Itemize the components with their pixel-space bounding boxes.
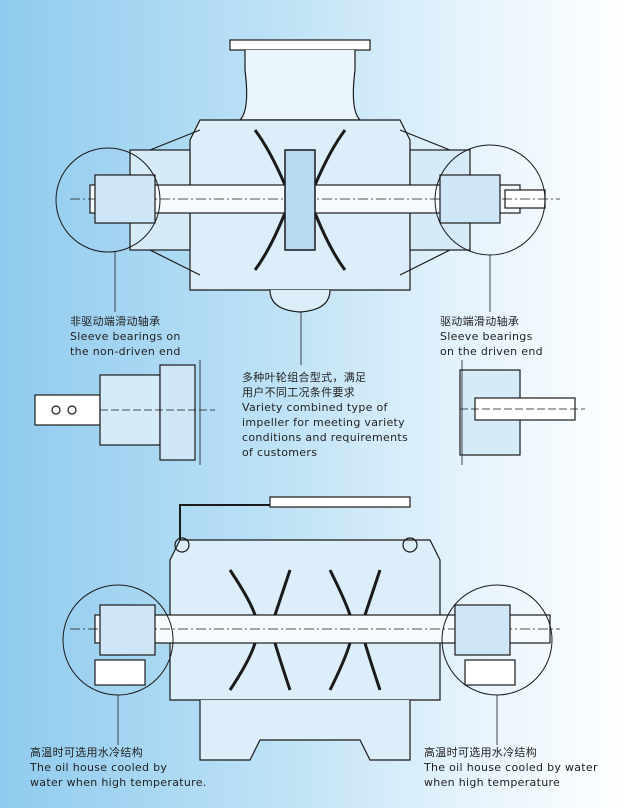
- caption-en: water when high temperature.: [30, 776, 207, 789]
- caption-zh: 高温时可选用水冷结构: [30, 746, 143, 759]
- caption-en: impeller for meeting variety: [242, 416, 405, 429]
- caption-zh: 驱动端滑动轴承: [440, 315, 520, 328]
- caption-en: conditions and requirements: [242, 431, 408, 444]
- caption-driven-bearing: 驱动端滑动轴承 Sleeve bearings on the driven en…: [440, 314, 543, 359]
- caption-en: on the driven end: [440, 345, 543, 358]
- caption-zh: 高温时可选用水冷结构: [424, 746, 537, 759]
- caption-en: Sleeve bearings on: [70, 330, 181, 343]
- caption-water-cooled-right: 高温时可选用水冷结构 The oil house cooled by water…: [424, 745, 598, 790]
- caption-zh: 非驱动端滑动轴承: [70, 315, 161, 328]
- caption-zh: 多种叶轮组合型式，满足: [242, 371, 367, 384]
- caption-en: Variety combined type of: [242, 401, 388, 414]
- caption-water-cooled-left: 高温时可选用水冷结构 The oil house cooled by water…: [30, 745, 207, 790]
- caption-en: The oil house cooled by water: [424, 761, 598, 774]
- caption-zh: 用户不同工况条件要求: [242, 386, 355, 399]
- driven-bearing-detail: [459, 360, 585, 465]
- top-pump-drawing: [55, 39, 560, 365]
- bottom-pump-drawing: [62, 496, 560, 761]
- caption-en: Sleeve bearings: [440, 330, 533, 343]
- caption-impeller: 多种叶轮组合型式，满足 用户不同工况条件要求 Variety combined …: [242, 370, 408, 460]
- caption-en: when high temperature: [424, 776, 561, 789]
- caption-en: The oil house cooled by: [30, 761, 168, 774]
- non-driven-bearing-detail: [34, 360, 215, 465]
- caption-en: of customers: [242, 446, 318, 459]
- caption-non-driven-bearing: 非驱动端滑动轴承 Sleeve bearings on the non-driv…: [70, 314, 181, 359]
- caption-en: the non-driven end: [70, 345, 181, 358]
